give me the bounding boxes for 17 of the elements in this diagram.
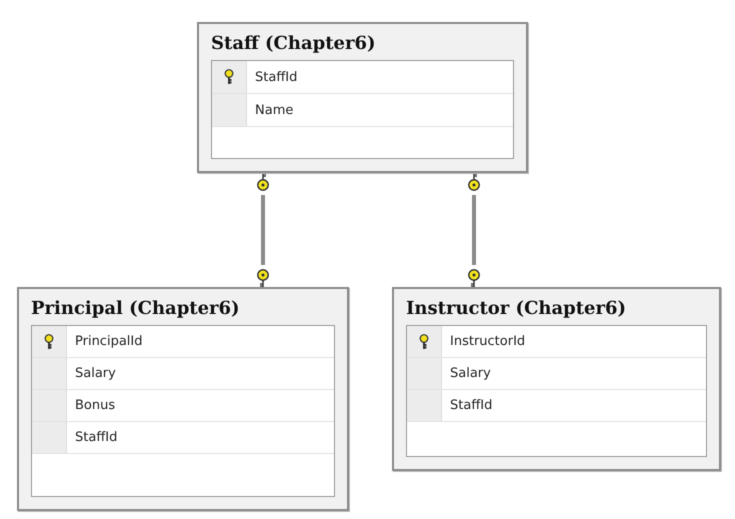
- column-name: InstructorId: [450, 334, 526, 349]
- table-card: [17, 287, 349, 511]
- column-name: StaffId: [255, 70, 298, 84]
- table-title: Instructor (Chapter6): [406, 297, 626, 321]
- column-name: Salary: [450, 366, 491, 381]
- table-card: [197, 22, 528, 173]
- table-title: Staff (Chapter6): [211, 32, 376, 56]
- column-name: StaffId: [75, 430, 118, 445]
- column-name: Salary: [75, 366, 116, 381]
- column-name: StaffId: [450, 398, 492, 413]
- column-name: PrincipalId: [75, 334, 142, 349]
- column-name: Name: [255, 102, 294, 118]
- relationship-line: [468, 172, 480, 288]
- relationship-line: [257, 172, 269, 288]
- table-title: Principal (Chapter6): [31, 297, 240, 321]
- table-card: [392, 287, 721, 471]
- column-name: Bonus: [75, 398, 116, 413]
